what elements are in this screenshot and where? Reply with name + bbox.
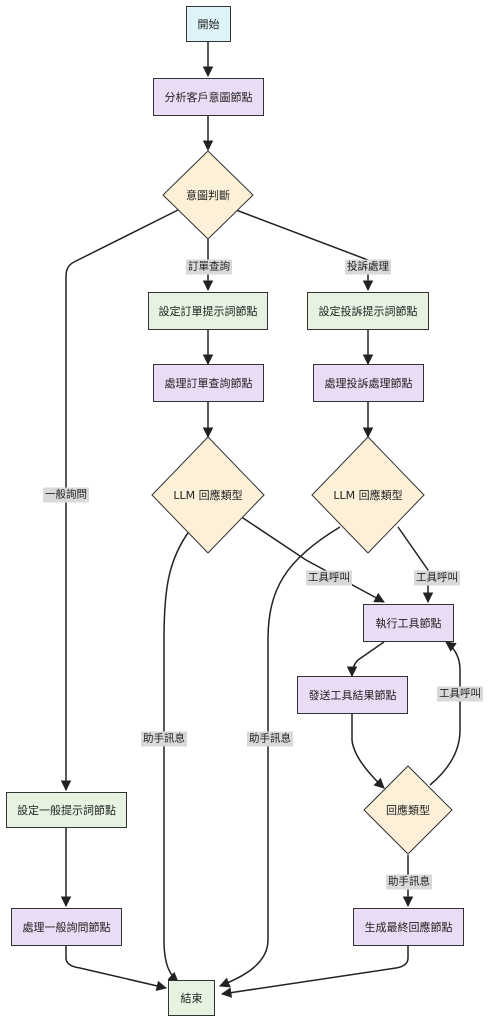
edge-send-response (351, 714, 385, 789)
edge-label-tool-call-1: 工具呼叫 (306, 570, 352, 586)
llm-type-order-label[interactable]: LLM 回應類型 (173, 489, 243, 502)
response-type-label[interactable]: 回應類型 (386, 804, 430, 817)
execute-tool-node[interactable]: 執行工具節點 (363, 604, 454, 642)
process-order-node[interactable]: 處理訂單查詢節點 (153, 364, 264, 402)
decision-shapes (151, 150, 453, 855)
send-tool-result-node[interactable]: 發送工具結果節點 (297, 676, 408, 714)
edge-label-order-query: 訂單查詢 (186, 259, 232, 275)
generate-final-node[interactable]: 生成最終回應節點 (353, 908, 464, 946)
edges (60, 42, 461, 998)
edge-final-end (220, 944, 409, 998)
edge-label-assistant-msg-3: 助手訊息 (386, 874, 432, 890)
end-node[interactable]: 結束 (168, 980, 215, 1016)
set-complaint-prompt-node[interactable]: 設定投訴提示詞節點 (307, 292, 429, 330)
process-general-node[interactable]: 處理一般詢問節點 (11, 908, 122, 946)
response-type-diamond (363, 765, 453, 855)
edge-llmorder-end (163, 529, 191, 983)
llm-type-order-diamond (151, 436, 265, 554)
set-order-prompt-node[interactable]: 設定訂單提示詞節點 (148, 292, 268, 330)
start-node[interactable]: 開始 (186, 6, 231, 42)
edge-llmcomplaint-tool (397, 526, 434, 604)
intent-decision-label[interactable]: 意圖判斷 (186, 189, 230, 202)
edge-decision-general (60, 209, 179, 792)
edge-label-general: 一般詢問 (43, 487, 89, 503)
llm-type-complaint-label[interactable]: LLM 回應類型 (333, 489, 403, 502)
edge-label-assistant-msg-2: 助手訊息 (247, 731, 293, 747)
edge-label-assistant-msg-1: 助手訊息 (141, 731, 187, 747)
edge-label-tool-call-3: 工具呼叫 (437, 686, 483, 702)
edge-label-tool-call-2: 工具呼叫 (414, 570, 460, 586)
set-general-prompt-node[interactable]: 設定一般提示詞節點 (6, 792, 127, 828)
edge-label-complaint: 投訴處理 (345, 259, 391, 275)
analyze-intent-node[interactable]: 分析客戶意圖節點 (153, 78, 264, 116)
edge-llmcomplaint-end (219, 526, 341, 988)
process-complaint-node[interactable]: 處理投訴處理節點 (313, 364, 424, 402)
edge-generalprocess-end (65, 946, 168, 991)
llm-type-complaint-diamond (311, 436, 425, 554)
edge-llmorder-tool (239, 515, 385, 603)
edge-response-tool (429, 641, 461, 786)
intent-decision-diamond (162, 150, 254, 240)
edge-tool-send (346, 641, 385, 678)
edge-decision-complaint (235, 209, 374, 292)
